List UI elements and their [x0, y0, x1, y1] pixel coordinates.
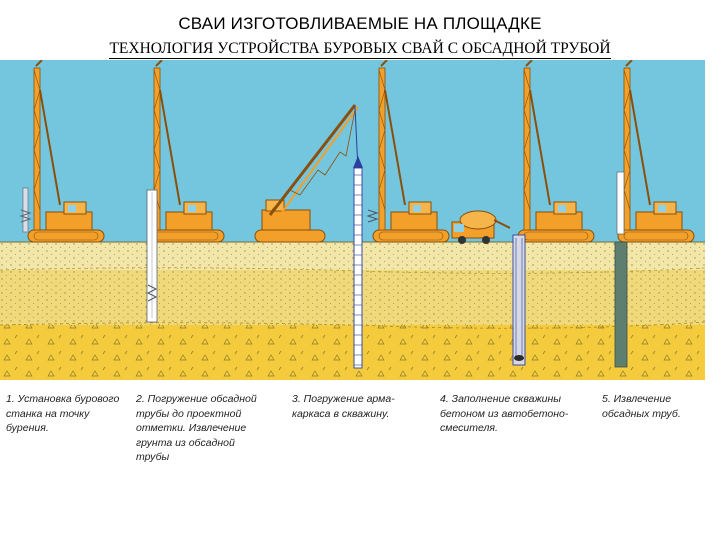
step-3-caption: 3. Погружение арма- каркаса в скважину. — [292, 392, 395, 421]
step-4-line: бетоном из автобетоно- — [440, 407, 568, 422]
step-3-line: 3. Погружение арма- — [292, 392, 395, 407]
page-title: СВАИ ИЗГОТОВЛИВАЕМЫЕ НА ПЛОЩАДКЕ — [0, 14, 720, 34]
step-3-line: каркаса в скважину. — [292, 407, 395, 422]
step-4-line: 4. Заполнение скважины — [440, 392, 568, 407]
step-5-line: 5. Извлечение — [602, 392, 681, 407]
page-subtitle: ТЕХНОЛОГИЯ УСТРОЙСТВА БУРОВЫХ СВАЙ С ОБС… — [0, 40, 720, 58]
step-4-caption: 4. Заполнение скважины бетоном из автобе… — [440, 392, 568, 436]
finished-concrete-pile — [615, 242, 627, 367]
step-1-line: 1. Установка бурового — [6, 392, 119, 407]
step-2-line: трубы до проектной — [136, 407, 257, 422]
page-subtitle-text: ТЕХНОЛОГИЯ УСТРОЙСТВА БУРОВЫХ СВАЙ С ОБС… — [109, 40, 610, 59]
step-2-caption: 2. Погружение обсадной трубы до проектно… — [136, 392, 257, 465]
rebar-cage-step3 — [354, 168, 362, 368]
technology-illustration — [0, 60, 705, 385]
step-2-line: отметки. Извлечение — [136, 421, 257, 436]
step-1-caption: 1. Установка бурового станка на точку бу… — [6, 392, 119, 436]
step-5-line: обсадных труб. — [602, 407, 681, 422]
step-1-line: бурения. — [6, 421, 119, 436]
step-2-line: 2. Погружение обсадной — [136, 392, 257, 407]
concrete-filled-casing — [513, 235, 525, 365]
step-2-line: грунта из обсадной — [136, 436, 257, 451]
step-4-line: смесителя. — [440, 421, 568, 436]
sky-background — [0, 60, 705, 242]
step-5-caption: 5. Извлечение обсадных труб. — [602, 392, 681, 421]
step-1-line: станка на точку — [6, 407, 119, 422]
step-2-line: трубы — [136, 450, 257, 465]
